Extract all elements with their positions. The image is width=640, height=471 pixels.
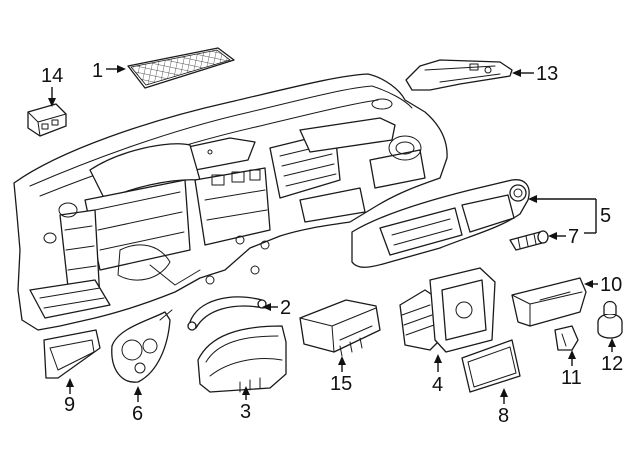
- callout-7: 7: [568, 226, 579, 248]
- part-5-center-bezel: [351, 179, 530, 268]
- callout-1: 1: [92, 60, 103, 82]
- callout-13: 13: [536, 63, 558, 85]
- part-4-display-housing: [399, 267, 496, 353]
- leader-lines: [48, 65, 616, 404]
- part-8-display-panel: [461, 339, 521, 393]
- part-6-column-cover: [111, 309, 173, 383]
- callout-9: 9: [64, 394, 75, 416]
- callout-12: 12: [601, 353, 623, 375]
- part-3-instrument-cluster: [197, 325, 287, 393]
- part-13-side-bracket: [405, 59, 513, 91]
- part-2-handle: [187, 296, 267, 331]
- callout-15: 15: [330, 373, 352, 395]
- instrument-panel: [13, 73, 448, 331]
- callout-2: 2: [280, 297, 291, 319]
- part-10-glove-box: [511, 277, 587, 327]
- callout-labels: 1 2 3 4 5 6 7 8 9 10 11 12 13 14 15: [41, 60, 623, 427]
- part-9-lower-trim: [43, 329, 101, 379]
- callout-3: 3: [240, 401, 251, 423]
- callout-5: 5: [600, 205, 611, 227]
- callout-10: 10: [600, 274, 622, 296]
- part-15-airbag: [299, 299, 381, 357]
- part-14-switch: [27, 103, 67, 137]
- part-7-component: [509, 230, 549, 251]
- part-11-clip: [554, 325, 579, 351]
- callout-11: 11: [561, 367, 582, 389]
- callout-14: 14: [41, 65, 63, 87]
- callout-8: 8: [498, 405, 509, 427]
- callout-6: 6: [132, 403, 143, 425]
- part-12-knob: [597, 300, 623, 339]
- part-1-defroster-grille: [127, 47, 235, 89]
- callout-4: 4: [432, 374, 443, 396]
